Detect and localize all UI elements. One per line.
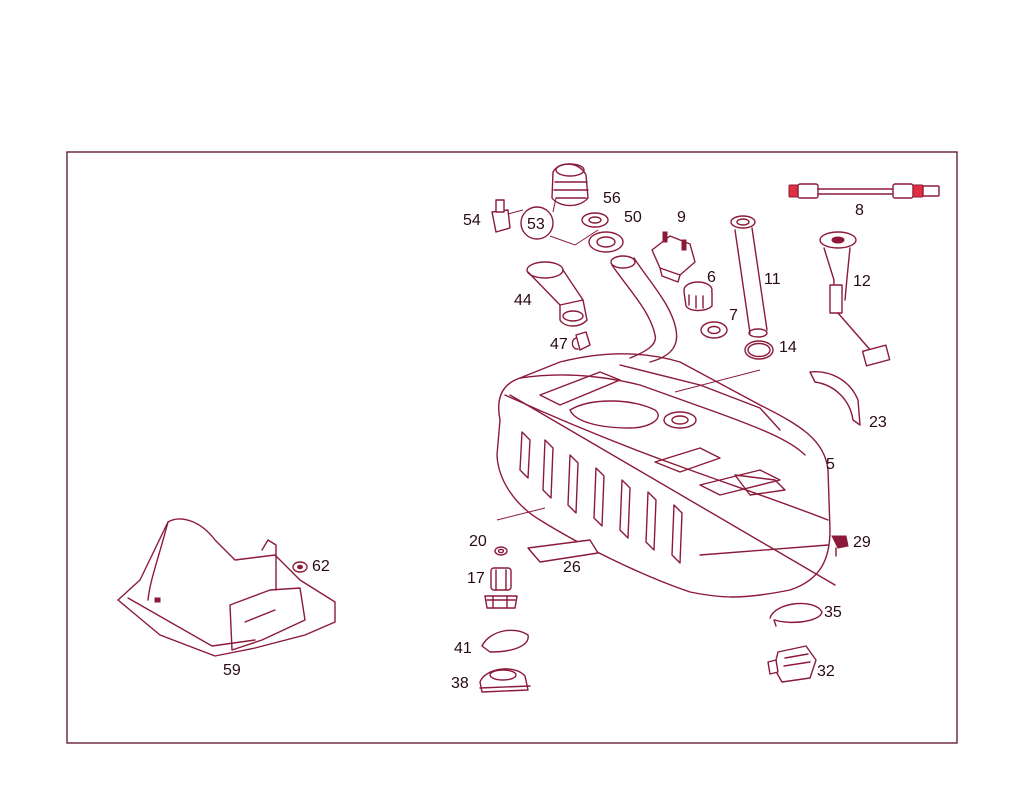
- callout-5: 5: [826, 456, 835, 473]
- callout-35: 35: [824, 604, 842, 621]
- pump-part-6[interactable]: [683, 281, 713, 312]
- callout-29: 29: [853, 534, 871, 551]
- callout-47: 47: [550, 336, 568, 353]
- callout-23: 23: [869, 414, 887, 431]
- shield-part-59[interactable]: [117, 518, 336, 657]
- seal-part-50[interactable]: [588, 231, 624, 253]
- fuel-tank-part[interactable]: [496, 353, 836, 598]
- callout-53-circle: [520, 197, 599, 246]
- o-ring-part-14[interactable]: [744, 340, 774, 360]
- callout-9: 9: [677, 209, 686, 226]
- ring-part-35[interactable]: [769, 602, 823, 627]
- funnel-part-44[interactable]: [526, 261, 588, 327]
- callout-7: 7: [729, 307, 738, 324]
- drain-plug-part-17[interactable]: [484, 567, 518, 609]
- callout-56: 56: [603, 190, 621, 207]
- diagram-frame: [66, 151, 958, 744]
- callout-17: 17: [467, 570, 485, 587]
- leader-14: [674, 369, 761, 393]
- callout-59: 59: [223, 662, 241, 679]
- callout-11: 11: [764, 271, 781, 288]
- bolt-part-29[interactable]: [831, 535, 849, 557]
- callout-50: 50: [624, 209, 642, 226]
- cable-part-8[interactable]: [788, 183, 940, 199]
- cover-part-41[interactable]: [481, 629, 529, 653]
- callout-53: 53: [527, 216, 545, 233]
- tube-part-11[interactable]: [730, 215, 768, 338]
- callout-38: 38: [451, 675, 469, 692]
- clip-part-47[interactable]: [571, 331, 591, 351]
- callout-6: 6: [707, 269, 716, 286]
- callout-8: 8: [855, 202, 864, 219]
- callout-14: 14: [779, 339, 797, 356]
- callout-54: 54: [463, 212, 481, 229]
- seal-ring-part-7[interactable]: [700, 321, 728, 339]
- washer-part-20[interactable]: [494, 507, 546, 556]
- callout-41: 41: [454, 640, 472, 657]
- seal-part-56[interactable]: [581, 212, 609, 228]
- cap-part-38[interactable]: [479, 668, 531, 693]
- callout-62: 62: [312, 558, 330, 575]
- filler-cap-part-56[interactable]: [551, 163, 589, 207]
- filler-pipe-part[interactable]: [610, 255, 678, 363]
- bolt-part-54[interactable]: [491, 199, 524, 233]
- callout-44: 44: [514, 292, 532, 309]
- nut-part-62[interactable]: [292, 561, 308, 573]
- callout-12: 12: [853, 273, 871, 290]
- bracket-part-32[interactable]: [767, 645, 817, 683]
- strap-part-23[interactable]: [809, 371, 861, 426]
- callout-20: 20: [469, 533, 487, 550]
- callout-26: 26: [563, 559, 581, 576]
- level-sender-part-12[interactable]: [819, 231, 891, 367]
- callout-32: 32: [817, 663, 835, 680]
- pad-part-26[interactable]: [527, 539, 599, 563]
- valve-part-9[interactable]: [651, 231, 696, 283]
